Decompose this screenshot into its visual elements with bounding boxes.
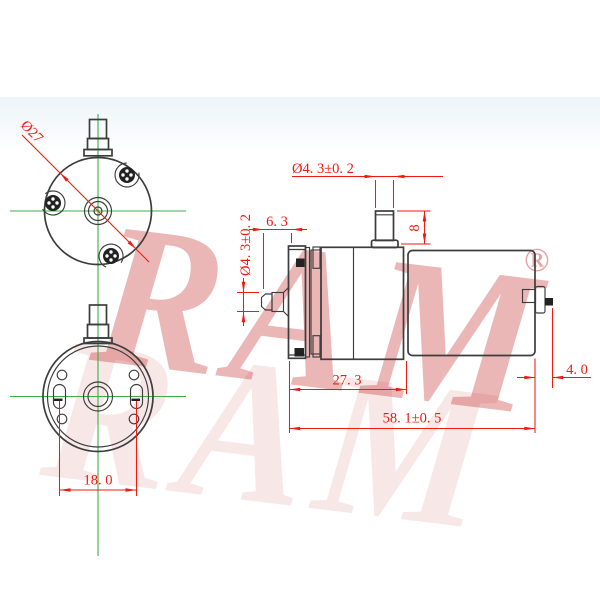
dim-head-length: 27. 3 — [288, 361, 408, 433]
terminal-pin — [545, 298, 553, 306]
dim-label-terminal-protrusion: 4. 0 — [566, 362, 588, 378]
pump-body — [320, 246, 405, 361]
head-clamp-top — [296, 258, 305, 267]
screw-bottom — [98, 243, 124, 268]
dim-overall-length: 58. 1±0. 5 — [289, 358, 536, 433]
front-center-port — [83, 196, 113, 226]
rear-hole-bottom-left — [56, 413, 68, 425]
dim-label-left-port-length: 6. 3 — [266, 214, 288, 230]
dim-label-left-port-diameter: Ø4. 3±0. 2 — [238, 214, 254, 276]
motor-terminal — [521, 285, 553, 314]
screw-left — [42, 190, 66, 216]
dim-label-slot-spacing: 18. 0 — [84, 473, 113, 489]
dim-top-port-height: 8 — [397, 210, 431, 245]
dim-rear-slot-spacing: 18. 0 — [58, 401, 138, 496]
side-left-port — [260, 286, 290, 318]
dim-label-head-length: 27. 3 — [333, 373, 362, 389]
rear-view: 18. 0 — [10, 304, 186, 496]
rear-hole-top-right — [128, 369, 140, 381]
side-view: Ø4. 3±0. 2 8 Ø4. 3±0. 2 — [237, 161, 591, 433]
rear-top-port — [83, 304, 113, 345]
rear-inner-rim-circle — [46, 345, 150, 448]
dim-terminal-protrusion: 4. 0 — [517, 308, 591, 388]
dim-left-port-diameter: Ø4. 3±0. 2 — [237, 214, 259, 326]
screw-top-right — [114, 162, 140, 188]
pump-head — [287, 245, 322, 360]
rear-hole-top-left — [56, 369, 68, 381]
front-top-port — [83, 118, 113, 157]
motor-body — [407, 249, 536, 357]
rear-hole-bottom-right — [128, 413, 140, 425]
side-top-port — [370, 210, 399, 249]
dim-label-top-port-height: 8 — [407, 224, 423, 231]
dim-top-port-diameter: Ø4. 3±0. 2 — [292, 161, 443, 208]
head-clamp-bottom — [294, 348, 304, 357]
dim-label-front-diameter: Ø27 — [17, 118, 46, 147]
dim-label-overall-length: 58. 1±0. 5 — [383, 411, 442, 427]
rear-center-boss — [82, 381, 114, 412]
background-tint-band — [0, 97, 600, 155]
dim-label-top-port-diameter: Ø4. 3±0. 2 — [292, 161, 354, 177]
dim-front-outer-diameter: Ø27 — [17, 118, 150, 263]
dim-left-port-length: 6. 3 — [249, 214, 307, 289]
rear-outer-circle — [42, 340, 154, 453]
